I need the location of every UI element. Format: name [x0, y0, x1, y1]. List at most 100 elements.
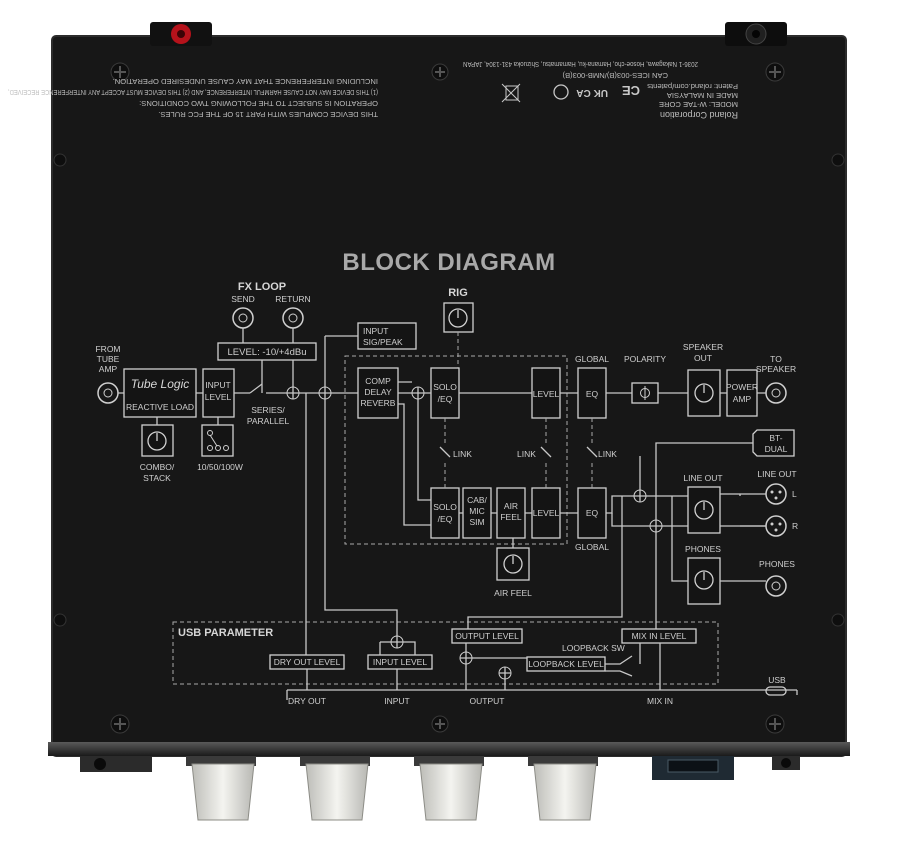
global-label-bottom: GLOBAL [575, 542, 609, 552]
series-label: SERIES/ [251, 405, 285, 415]
left-jack-icon [80, 756, 152, 772]
fcc-line-2: OPERATION IS SUBJECT TO THE FOLLOWING TW… [139, 99, 378, 108]
line-out-label-knob: LINE OUT [683, 473, 722, 483]
wattage-label: 10/50/100W [197, 462, 243, 472]
power-label: POWER [726, 382, 758, 392]
fx-level-label: LEVEL: -10/+4dBu [228, 347, 307, 358]
ukca-mark-icon: UK CA [576, 87, 608, 98]
cab-mic-sim-box [462, 487, 492, 539]
tube-logic-logo: Tube Logic [131, 377, 189, 391]
loopback-level-label: LOOPBACK LEVEL [528, 659, 604, 669]
dry-out-label: DRY OUT [288, 696, 326, 706]
reverb-label: REVERB [361, 398, 396, 408]
solo-eq-bottom-1: SOLO [433, 502, 457, 512]
air-feel-caption: AIR FEEL [494, 588, 532, 598]
right-jack-icon [772, 756, 800, 770]
to-label: TO [770, 354, 782, 364]
fcc-legal-text: THIS DEVICE COMPLIES WITH PART 15 OF THE… [8, 77, 378, 119]
front-knob-3[interactable] [414, 756, 484, 821]
line-out-l-label: L [792, 489, 797, 499]
amp-label: AMP [733, 394, 752, 404]
fx-return-label: RETURN [275, 294, 310, 304]
comp-delay-reverb-box [357, 367, 399, 419]
ce-mark-icon: CE [622, 83, 640, 98]
power-amp-box [726, 369, 758, 417]
maker-line-5: CAN ICES-003(B)/NMB-003(B) [562, 71, 668, 80]
air-feel-box [496, 487, 526, 539]
rig-label: RIG [448, 287, 468, 299]
wattage-switch-icon [207, 430, 229, 451]
sig-peak-line-2: SIG/PEAK [363, 337, 403, 347]
dry-out-level-label: DRY OUT LEVEL [274, 657, 341, 667]
speaker-out-line-1: SPEAKER [683, 342, 723, 352]
output-level-box [451, 628, 523, 644]
dsp-enclosure [344, 355, 568, 545]
signal-lines [118, 328, 798, 700]
input-sig-peak-box [357, 322, 417, 350]
maker-line-1: Roland Corporation [660, 110, 738, 120]
usb-parameter-label: USB PARAMETER [178, 627, 273, 639]
red-binding-post [150, 22, 212, 46]
bt-dual-box [752, 429, 795, 457]
line-out-label-jack: LINE OUT [757, 469, 796, 479]
reactive-load-label: REACTIVE LOAD [126, 402, 194, 412]
mix-in-label: MIX IN [647, 696, 673, 706]
stack-label: STACK [143, 473, 171, 483]
input-level-usb-box [367, 654, 433, 670]
global-label-top: GLOBAL [575, 354, 609, 364]
speaker-out-knob-box [687, 369, 721, 417]
level-top-label: LEVEL [533, 389, 560, 399]
from-label-1: FROM [95, 344, 120, 354]
fcc-line-3: (1) THIS DEVICE MAY NOT CAUSE HARMFUL IN… [8, 88, 378, 97]
speaker-out-line-2: OUT [694, 353, 712, 363]
phones-knob-icon [694, 570, 714, 590]
screw-icon [53, 62, 845, 734]
eq-bottom-label: EQ [586, 508, 599, 518]
input-label: INPUT [384, 696, 410, 706]
maker-legal-text: Roland Corporation MODEL: W-TAE CORE MAD… [463, 60, 738, 120]
rcm-mark-icon [553, 84, 569, 100]
polarity-label: POLARITY [624, 354, 666, 364]
parallel-label: PARALLEL [247, 416, 290, 426]
comp-label: COMP [365, 376, 391, 386]
maker-line-4: Patent: roland.com/patents [647, 82, 738, 91]
diagram-title: BLOCK DIAGRAM [342, 249, 555, 276]
line-out-knob-icon [694, 500, 714, 520]
delay-label: DELAY [364, 387, 392, 397]
fx-level-box [217, 342, 317, 361]
usb-label: USB [768, 675, 786, 685]
line-out-r-label: R [792, 521, 798, 531]
input-level-box [202, 368, 235, 418]
solo-eq-box-top [430, 367, 460, 419]
feel-label: FEEL [500, 512, 522, 522]
input-level-usb-label: INPUT LEVEL [373, 657, 427, 667]
solo-eq-top-2: /EQ [438, 394, 453, 404]
phones-jack-icon [765, 575, 787, 597]
from-label-2: TUBE [97, 354, 120, 364]
output-level-label: OUTPUT LEVEL [455, 631, 519, 641]
phones-label-knob: PHONES [685, 544, 721, 554]
compliance-marks: CE UK CA [501, 83, 640, 103]
solo-eq-bottom-2: /EQ [438, 514, 453, 524]
air-label: AIR [504, 501, 518, 511]
front-knob-2[interactable] [300, 756, 370, 821]
eq-top-label: EQ [586, 389, 599, 399]
fx-send-label: SEND [231, 294, 255, 304]
usb-port-front-icon [652, 756, 734, 780]
link-label-3: LINK [598, 449, 617, 459]
front-knob-4[interactable] [528, 756, 598, 821]
rig-knob-icon [448, 308, 468, 328]
output-label: OUTPUT [470, 696, 505, 706]
fcc-line-1: THIS DEVICE COMPLIES WITH PART 15 OF THE… [158, 110, 378, 119]
loopback-sw-label: LOOPBACK SW [562, 643, 625, 653]
wattage-switch-box [201, 424, 234, 457]
maker-line-3: MADE IN MALAYSIA [666, 91, 738, 100]
front-knob-1[interactable] [186, 756, 256, 821]
speaker-out-knob-icon [694, 383, 714, 403]
sig-peak-line-1: INPUT [363, 326, 389, 336]
maker-line-2: MODEL: W-TAE CORE [659, 100, 738, 109]
input-level-line-2: LEVEL [205, 392, 232, 402]
solo-eq-top-1: SOLO [433, 382, 457, 392]
combo-stack-knob-icon [147, 431, 167, 451]
speaker-label: SPEAKER [756, 364, 796, 374]
